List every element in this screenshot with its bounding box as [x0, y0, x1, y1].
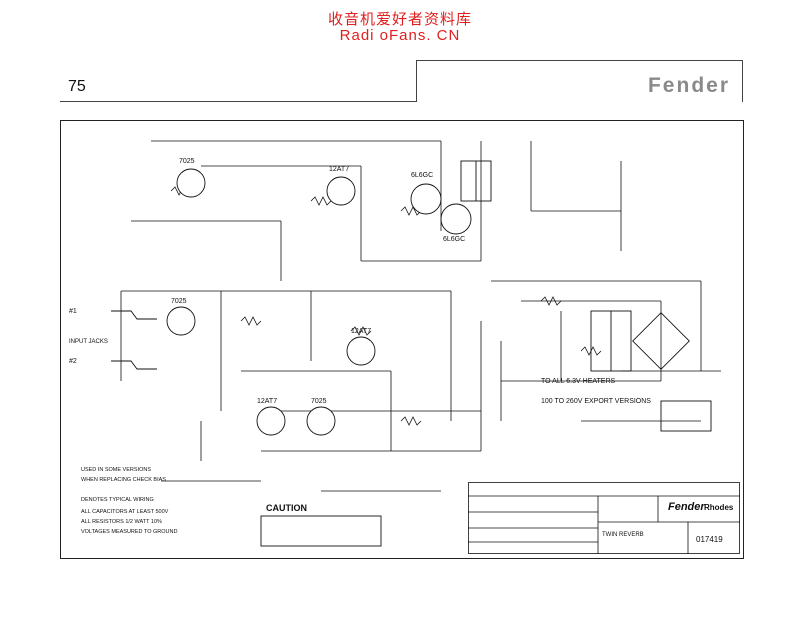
tube-v3a — [256, 406, 286, 436]
tube-v2a-type: 7025 — [171, 298, 187, 305]
note-2: WHEN REPLACING CHECK BIAS — [81, 477, 166, 483]
tube-v6-type: 6L6GC — [411, 172, 433, 179]
header-divider — [416, 60, 417, 102]
schematic-diagram: #1 #2 INPUT JACKS 7025 12AT7 6L6GC 6L6GC… — [69, 140, 721, 547]
note-1: USED IN SOME VERSIONS — [81, 467, 151, 473]
tube-v3b — [306, 406, 336, 436]
input-jack-1-label: #1 — [69, 308, 77, 315]
tube-v2a — [166, 306, 196, 336]
input-jack-2-label: #2 — [69, 358, 77, 365]
brand-box-right — [742, 60, 743, 102]
tube-v6 — [410, 183, 442, 215]
note-5: ALL RESISTORS 1/2 WATT 10% — [81, 519, 162, 525]
tube-v4a-type: 12AT7 — [329, 166, 349, 173]
choke — [660, 400, 712, 432]
input-jack-1 — [111, 310, 157, 320]
tube-v4a — [326, 176, 356, 206]
title-block-title: TWIN REVERB — [602, 532, 644, 538]
caution-title: CAUTION — [266, 503, 307, 513]
tube-v1a-type: 7025 — [179, 158, 195, 165]
brand-name: Fender — [647, 74, 730, 97]
note-3: DENOTES TYPICAL WIRING — [81, 497, 154, 503]
export-label: 100 TO 260V EXPORT VERSIONS — [541, 398, 651, 405]
tube-v5a-type: 12AT7 — [351, 328, 371, 335]
heater-label: TO ALL 6.3V HEATERS — [541, 378, 616, 385]
tube-v3a-type: 12AT7 — [257, 398, 277, 405]
tube-v7 — [440, 203, 472, 235]
title-block-logo: Fender — [668, 501, 705, 513]
tube-v1a — [176, 168, 206, 198]
schematic-frame: #1 #2 INPUT JACKS 7025 12AT7 6L6GC 6L6GC… — [60, 120, 744, 559]
title-block-logo2: Rhodes — [704, 503, 734, 512]
note-4: ALL CAPACITORS AT LEAST 500V — [81, 509, 169, 515]
site-title-cn: 收音机爱好者资料库 — [327, 11, 472, 28]
title-block: Fender Rhodes TWIN REVERB 017419 — [468, 482, 740, 554]
tube-v3b-type: 7025 — [311, 398, 327, 405]
input-jacks-label: INPUT JACKS — [69, 339, 108, 345]
header-rule — [60, 101, 417, 102]
tube-v7-type: 6L6GC — [443, 236, 465, 243]
site-title-en: Radi oFans. CN — [339, 27, 461, 44]
page-number: 75 — [68, 78, 86, 95]
title-block-drawing-no: 017419 — [696, 535, 723, 544]
caution-box — [260, 515, 382, 547]
rectifier-bridge — [632, 312, 690, 370]
note-6: VOLTAGES MEASURED TO GROUND — [81, 529, 177, 535]
input-jack-2 — [111, 360, 157, 370]
brand-box-top — [416, 60, 743, 61]
tube-v5a — [346, 336, 376, 366]
